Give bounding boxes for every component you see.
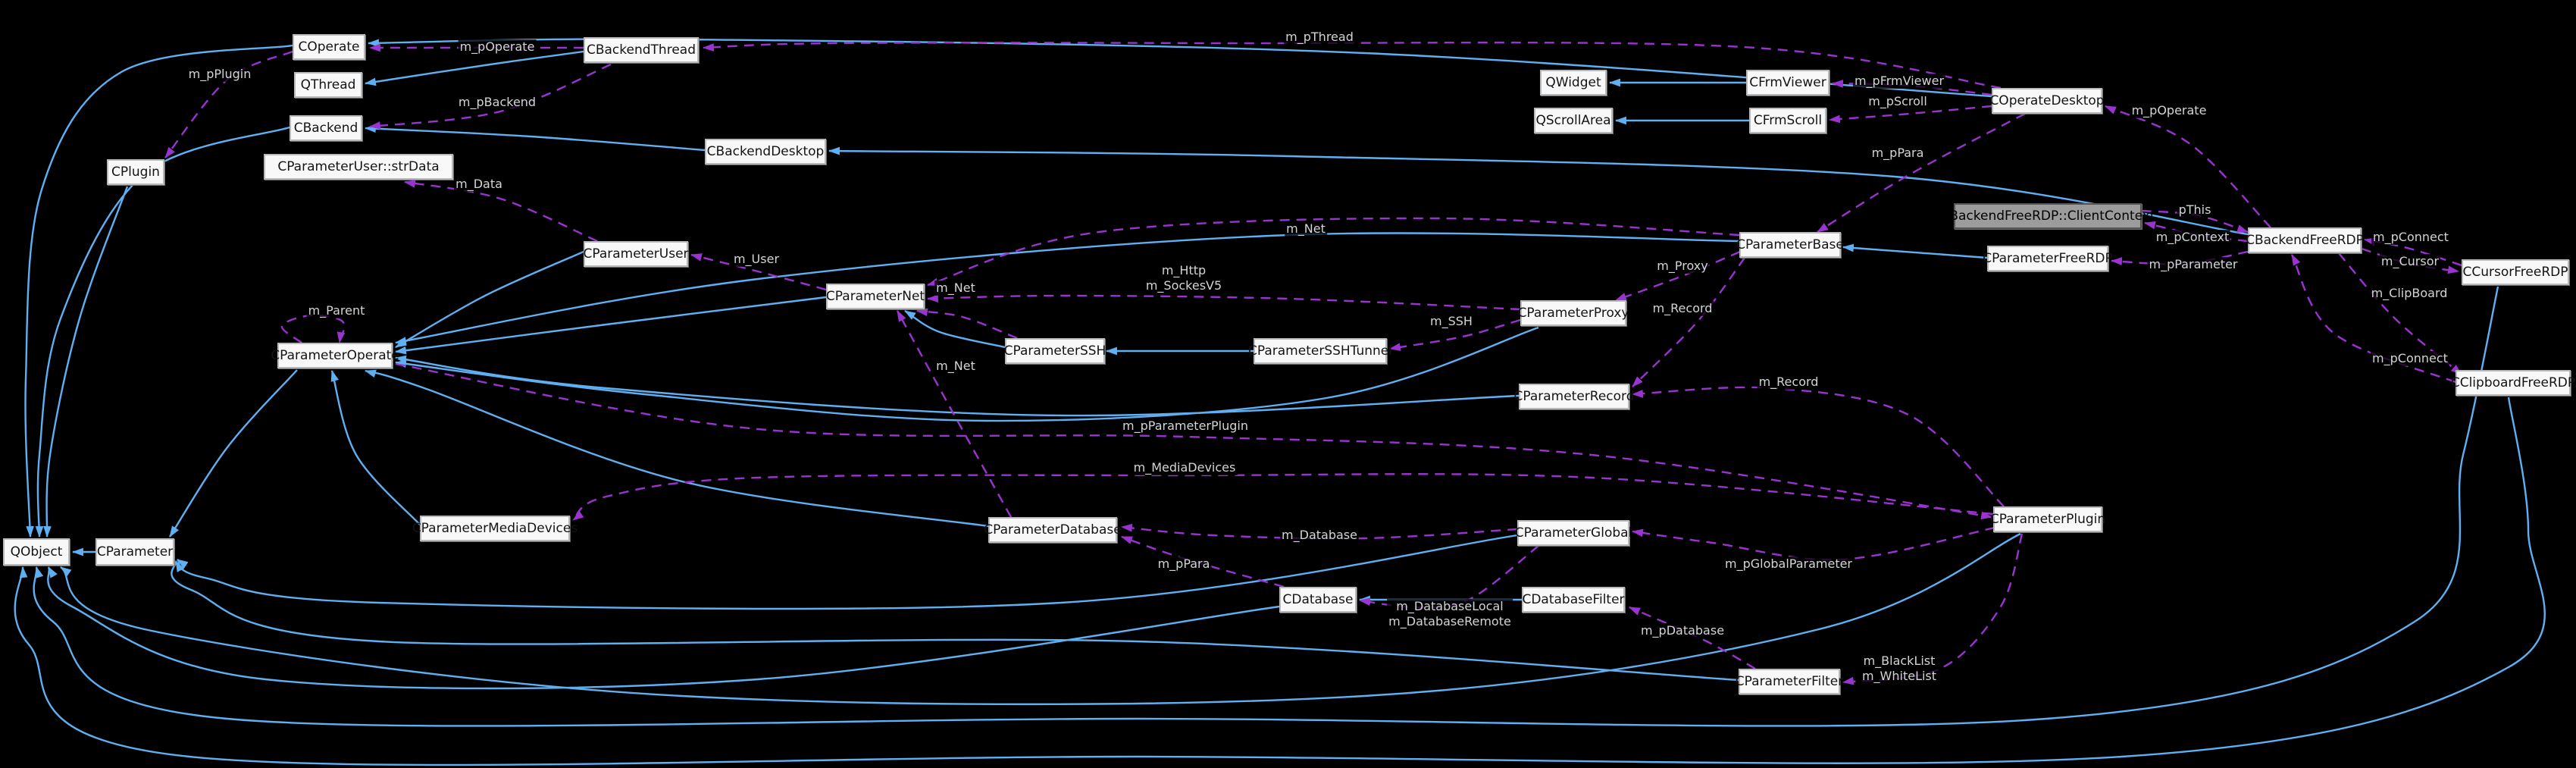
- node-cparameterfreerdp[interactable]: CParameterFreeRDP: [1983, 246, 2113, 271]
- node-cparameterplugin[interactable]: CParameterPlugin: [1990, 506, 2105, 532]
- edge-inherit-cbackendfreerdp-to-cbackenddesktop: [828, 146, 2249, 236]
- node-coperate[interactable]: COperate: [293, 34, 365, 60]
- edge-inherit-coperate-to-qobject: [24, 44, 293, 538]
- edge-usage-cbackendfreerdp-to-cparameterfreerdp: [2110, 250, 2249, 265]
- edge-inherit-cparameteroperate-to-cparameter: [168, 369, 298, 538]
- node-qobject[interactable]: QObject: [3, 538, 70, 566]
- edge-inherit-cparameterdatabase-to-cparameteroperate: [364, 369, 989, 528]
- node-struserdata[interactable]: CParameterUser::strData: [264, 154, 453, 180]
- node-coperatedesktop[interactable]: COperateDesktop: [1989, 88, 2105, 114]
- edge-usage-ccursorfreerdp-to-cbackendfreerdp: [2363, 237, 2462, 267]
- edge-usage-coperatedesktop-to-cbackendthread: [702, 41, 2002, 89]
- edge-inherit-cparameternet-to-cparameteroperate: [394, 296, 827, 355]
- edge-usage-clientcontext-to-cbackendfreerdp: [2141, 209, 2249, 234]
- node-cfrmscroll[interactable]: CFrmScroll: [1749, 108, 1826, 133]
- edge-usage-cparameterglobal-to-cparameterdatabase: [1120, 523, 1518, 540]
- edge-usage-cclipboardfreerdp-to-cbackendfreerdp: [2290, 254, 2456, 384]
- edge-inherit-cbackendthread-to-qthread: [364, 50, 584, 86]
- edge-usage-cparameterbase-to-cparameternet: [926, 217, 1740, 287]
- edge-inherit-ccursorfreerdp-to-qobject: [33, 286, 2499, 727]
- node-cclipboardfreerdp[interactable]: CClipboardFreeRDP: [2451, 370, 2575, 396]
- edge-usage-coperatedesktop-to-cfrmviewer: [1831, 80, 1992, 96]
- edge-inherit-cparameteruser-to-cparameteroperate: [395, 250, 584, 349]
- node-cparameter[interactable]: CParameter: [95, 538, 174, 566]
- edge-usage-cdatabase-to-cparameterdatabase: [1120, 535, 1285, 588]
- edge-inherit-cbackenddesktop-to-cbackend: [364, 124, 706, 152]
- edge-usage-coperatedesktop-to-cfrmscroll: [1828, 105, 1992, 124]
- edge-inherit-cclipboardfreerdp-to-qobject: [14, 397, 2546, 766]
- node-cparameterfilter[interactable]: CParameterFilter: [1736, 669, 1843, 694]
- edge-usage-coperate-to-cplugin: [164, 50, 293, 158]
- node-cdatabasefilter[interactable]: CDatabaseFilter: [1522, 587, 1625, 613]
- node-qscrollarea[interactable]: QScrollArea: [1534, 108, 1613, 133]
- edge-usage-cparameterfilter-to-cdatabasefilter: [1629, 606, 1756, 670]
- node-cparameterssh[interactable]: CParameterSSH: [1004, 338, 1106, 364]
- node-cbackend[interactable]: CBackend: [290, 115, 362, 141]
- node-cparameterbase[interactable]: CParameterBase: [1736, 232, 1844, 258]
- edge-usage-cparameterglobal-to-cdatabase: [1358, 545, 1539, 609]
- edge-usage-cparameterbase-to-cparameterproxy: [1614, 250, 1741, 302]
- edge-inherit-cdatabase-to-qobject: [47, 566, 1280, 690]
- node-cbackenddesktop[interactable]: CBackendDesktop: [705, 139, 826, 165]
- edge-usage-cparameterproxy-to-cparametersshtunnel: [1388, 318, 1521, 351]
- edge-inherit-cparameterssh-to-cparameternet: [904, 309, 1006, 349]
- node-cparameterglobal[interactable]: CParameterGlobal: [1515, 520, 1632, 546]
- node-clientcontext[interactable]: CBackendFreeRDP::ClientContext: [1940, 203, 2155, 229]
- edge-usage-cparameterplugin-to-cparameterfilter: [1842, 533, 2024, 685]
- node-cparameternet[interactable]: CParameterNet: [826, 284, 925, 309]
- node-qthread[interactable]: QThread: [294, 72, 362, 98]
- node-cfrmviewer[interactable]: CFrmViewer: [1746, 70, 1829, 96]
- node-cdatabase[interactable]: CDatabase: [1279, 587, 1357, 613]
- node-cbackendthread[interactable]: CBackendThread: [584, 37, 699, 63]
- edge-usage-cparameterssh-to-cparameternet: [916, 308, 1018, 340]
- edge-usage-cparameterdatabase-to-cparameternet: [896, 310, 1013, 518]
- edge-inherit-cparameterplugin-to-qobject: [60, 532, 2021, 706]
- edge-inherit-cparameterfilter-to-cparameter: [171, 560, 1739, 682]
- node-ccursorfreerdp[interactable]: CCursorFreeRDP: [2462, 259, 2569, 285]
- edge-inherit-cplugin-to-qobject: [43, 186, 129, 538]
- edge-usage-cparameterplugin-to-cparameterglobal: [1631, 526, 1995, 561]
- node-cplugin[interactable]: CPlugin: [107, 159, 164, 185]
- node-cparametersshtunnel[interactable]: CParameterSSHTunnel: [1248, 338, 1392, 364]
- edge-inherit-cparameterglobal-to-cparameter: [177, 534, 1518, 610]
- edge-usage-cparameteroperate-to-cparameteroperate: [280, 314, 346, 344]
- edge-inherit-cparametermediadevices-to-cparameteroperate: [330, 369, 421, 525]
- node-cparameterproxy[interactable]: CParameterProxy: [1518, 300, 1629, 326]
- edge-inherit-cparameterfreerdp-to-cparameterbase: [1842, 243, 1988, 259]
- node-qwidget[interactable]: QWidget: [1540, 70, 1607, 96]
- edge-usage-cparameternet-to-cparameteruser: [690, 253, 827, 291]
- edge-usage-cparameterplugin-to-cparameterrecord: [1631, 386, 2005, 507]
- node-cparameteruser[interactable]: CParameterUser: [583, 241, 689, 267]
- node-cparametermediadevices[interactable]: CParameterMediaDevices: [412, 516, 577, 541]
- edge-usage-cbackendfreerdp-to-cclipboardfreerdp: [2338, 252, 2462, 375]
- edge-usage-cparameterproxy-to-cparameternet: [926, 294, 1521, 311]
- edge-inherit-cparameterbase-to-cparameteroperate: [394, 232, 1740, 345]
- edge-inherit-cbackend-to-qobject: [35, 126, 290, 538]
- node-cparameteroperate[interactable]: CParameterOperate: [271, 343, 399, 368]
- edge-usage-cparameteruser-to-struserdata: [403, 180, 598, 243]
- edge-usage-cparameterplugin-to-cparametermediadevices: [572, 473, 1994, 521]
- edge-inherit-cparameterrecord-to-cparameteroperate: [394, 355, 1520, 417]
- node-cbackendfreerdp[interactable]: CBackendFreeRDP: [2246, 227, 2364, 253]
- edge-usage-cparameterbase-to-cparameterrecord: [1632, 257, 1745, 387]
- edge-usage-cbackendthread-to-cbackend: [368, 63, 612, 130]
- node-cparameterrecord[interactable]: CParameterRecord: [1513, 384, 1635, 409]
- node-cparameterdatabase[interactable]: CParameterDatabase: [984, 517, 1122, 543]
- edge-usage-cbackendfreerdp-to-coperatedesktop: [2105, 105, 2271, 228]
- edge-inherit-cparameterproxy-to-cparameteroperate: [394, 326, 1539, 422]
